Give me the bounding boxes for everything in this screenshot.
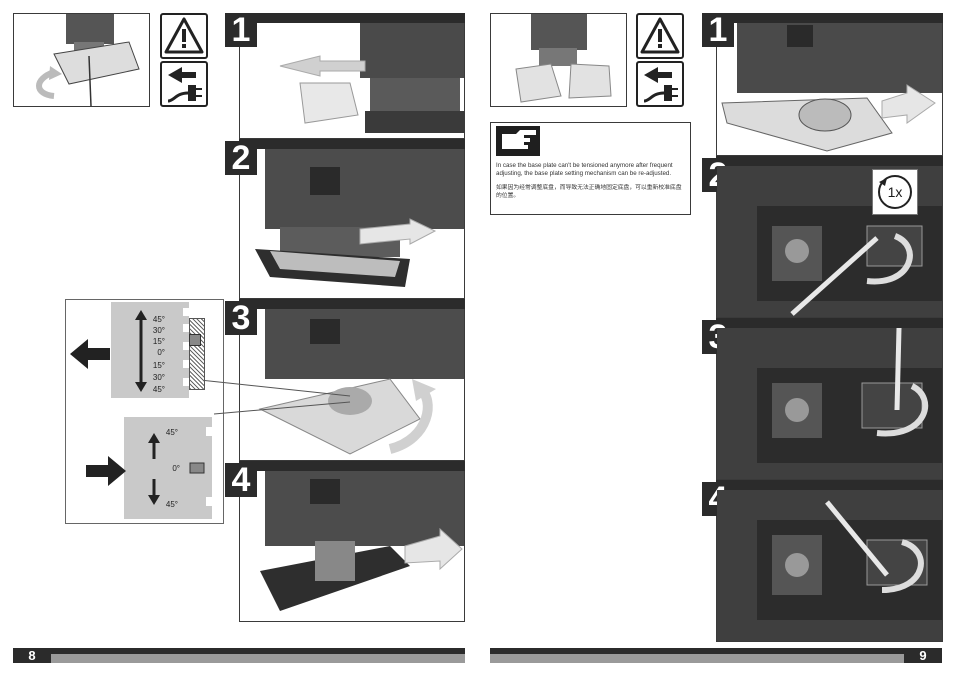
- unplug-icon: [636, 61, 684, 107]
- bevel-plate-bottom: [124, 417, 212, 519]
- step-3-photo: [240, 309, 464, 460]
- right-step-3-photo: [717, 328, 942, 479]
- warning-triangle-icon: [636, 13, 684, 59]
- degree-label: 45°: [165, 500, 178, 509]
- once-badge-label: 1x: [887, 184, 903, 200]
- degree-label: 0°: [172, 464, 180, 473]
- arrow-right-icon: [86, 456, 126, 486]
- degree-label: 30°: [152, 373, 165, 382]
- degree-label: 15°: [152, 361, 165, 370]
- degree-label: 45°: [165, 428, 178, 437]
- degree-label: 15°: [152, 337, 165, 346]
- thumbnail-jigsaw-left: [13, 13, 150, 107]
- step-1-number: 1: [225, 13, 257, 47]
- step-4-number: 4: [225, 463, 257, 497]
- callout-lines: [200, 380, 351, 415]
- right-step-4-photo: [717, 490, 942, 641]
- step-1-photo: [240, 23, 464, 138]
- warning-triangle-icon: [160, 13, 208, 59]
- step-1-bar: [239, 13, 465, 23]
- degree-label: 30°: [152, 326, 165, 335]
- once-badge: 1x: [872, 169, 918, 215]
- step-4-bar: [239, 461, 465, 471]
- degree-label: 45°: [152, 385, 165, 394]
- right-step-1-photo: [717, 23, 942, 155]
- step-2-number: 2: [225, 141, 257, 175]
- right-step-1-bar: [716, 13, 943, 23]
- footer-bar-right: [490, 648, 942, 654]
- note-chinese: 如果因为经常调整底盘，而导致无法正确地固定底盘，可以重新校准底盘的位置。: [496, 185, 682, 199]
- footer-bar-left: [13, 648, 465, 654]
- pointing-hand-icon: [496, 126, 540, 156]
- degree-label: 0°: [157, 348, 165, 357]
- step-3-number: 3: [225, 301, 257, 335]
- right-step-1-number: 1: [702, 13, 734, 47]
- bevel-pin-top: [189, 334, 201, 346]
- jigsaw-rotate-illustration: [36, 14, 140, 107]
- footer-shade-left: [51, 654, 465, 663]
- step-2-bar: [239, 139, 465, 149]
- page-number-left: 8: [13, 648, 51, 663]
- note-english: In case the base plate can't be tensione…: [496, 162, 673, 177]
- arrow-left-icon: [70, 339, 110, 369]
- page-number-right: 9: [904, 648, 942, 663]
- step-3-bar: [239, 299, 465, 309]
- unplug-icon: [160, 61, 208, 107]
- bevel-indicator-top: [189, 318, 205, 390]
- thumbnail-jigsaw-right: [490, 13, 627, 107]
- right-step-2-bar: [716, 156, 943, 166]
- step-4-photo: [240, 471, 464, 621]
- right-step-2-photo: [717, 166, 942, 317]
- degree-label: 45°: [152, 315, 165, 324]
- rotate-arrow-icon: [878, 175, 912, 209]
- step-2-photo: [240, 149, 464, 298]
- jigsaw-base-illustration: [515, 14, 612, 103]
- footer-shade-right: [490, 654, 904, 663]
- right-step-3-bar: [716, 318, 943, 328]
- bevel-plate-top: [111, 302, 189, 398]
- right-step-4-bar: [716, 480, 943, 490]
